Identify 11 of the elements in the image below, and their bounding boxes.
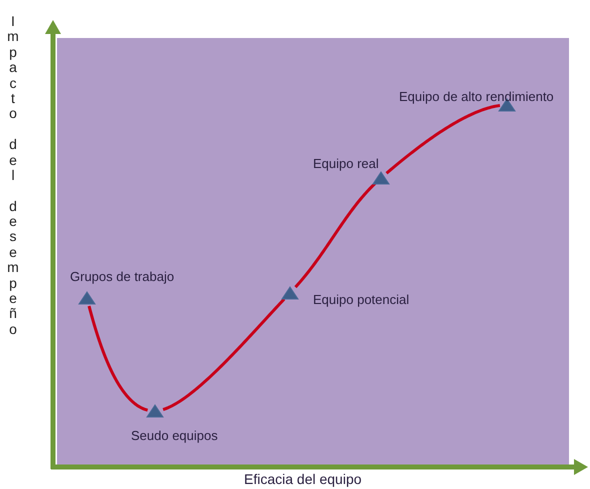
stage-label: Equipo potencial xyxy=(313,292,410,307)
stage-label: Equipo de alto rendimiento xyxy=(399,89,554,104)
stage-label: Equipo real xyxy=(313,156,379,171)
curve-segment xyxy=(88,306,148,412)
curve-segment xyxy=(162,298,286,411)
x-axis-title: Eficacia del equipo xyxy=(244,471,362,487)
stage-label: Grupos de trabajo xyxy=(70,269,174,284)
y-axis-title: Impacto del desempeño xyxy=(6,14,20,338)
curve-segment xyxy=(386,104,500,174)
stage-label: Seudo equipos xyxy=(131,428,218,443)
curve-segment xyxy=(294,182,377,288)
